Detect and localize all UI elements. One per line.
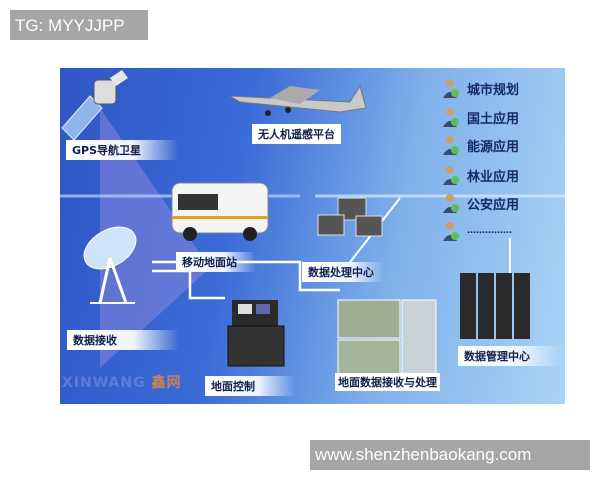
application-item: 城市规划: [443, 78, 519, 98]
user-icon: [443, 78, 459, 98]
aerial-imagery-icon: [337, 299, 437, 375]
label-receiving: 数据接收: [67, 330, 179, 350]
watermark-top: TG: MYYJJPP: [10, 10, 148, 40]
xinwang-logo: XINWANG 鑫网: [62, 372, 181, 392]
application-label: 国土应用: [467, 111, 520, 127]
label-ground-control: 地面控制: [205, 376, 295, 396]
user-icon: [443, 135, 459, 155]
ground-control-case-icon: [227, 300, 285, 367]
label-uav: 无人机遥感平台: [252, 124, 341, 144]
servers-icon: [460, 273, 530, 339]
label-mobile-station: 移动地面站: [176, 252, 256, 272]
label-management-center: 数据管理中心: [458, 346, 562, 366]
satellite-dish-icon: [83, 226, 137, 304]
application-item: 国土应用: [443, 107, 519, 127]
label-processing-center: 数据处理中心: [302, 262, 384, 282]
user-icon: [443, 193, 459, 213]
watermark-bottom: www.shenzhenbaokang.com: [310, 440, 590, 470]
label-gps: GPS导航卫星: [66, 140, 178, 160]
application-item: ……………: [443, 221, 512, 241]
application-label: 能源应用: [467, 139, 520, 155]
user-icon: [443, 221, 459, 241]
application-label: ……………: [467, 226, 512, 236]
connector-line: [152, 269, 225, 300]
user-icon: [443, 107, 459, 127]
application-label: 城市规划: [467, 82, 520, 98]
logo-latin: XINWANG: [62, 375, 146, 391]
satellite-icon: [61, 70, 128, 141]
ambulance-van-icon: [171, 182, 269, 241]
uav-plane-icon: [229, 84, 367, 116]
application-label: 公安应用: [467, 197, 520, 213]
application-item: 能源应用: [443, 135, 519, 155]
application-item: 林业应用: [443, 165, 519, 185]
remote-sensing-system-diagram: GPS导航卫星 无人机遥感平台 移动地面站 数据处理中心 数据接收 数据管理中心…: [60, 68, 565, 404]
application-item: 公安应用: [443, 193, 519, 213]
computers-icon: [317, 197, 383, 237]
label-ground-processing: 地面数据接收与处理: [335, 373, 440, 391]
user-icon: [443, 165, 459, 185]
diagram-graphics: [60, 70, 565, 375]
application-label: 林业应用: [467, 169, 520, 185]
logo-chinese: 鑫网: [151, 375, 182, 391]
